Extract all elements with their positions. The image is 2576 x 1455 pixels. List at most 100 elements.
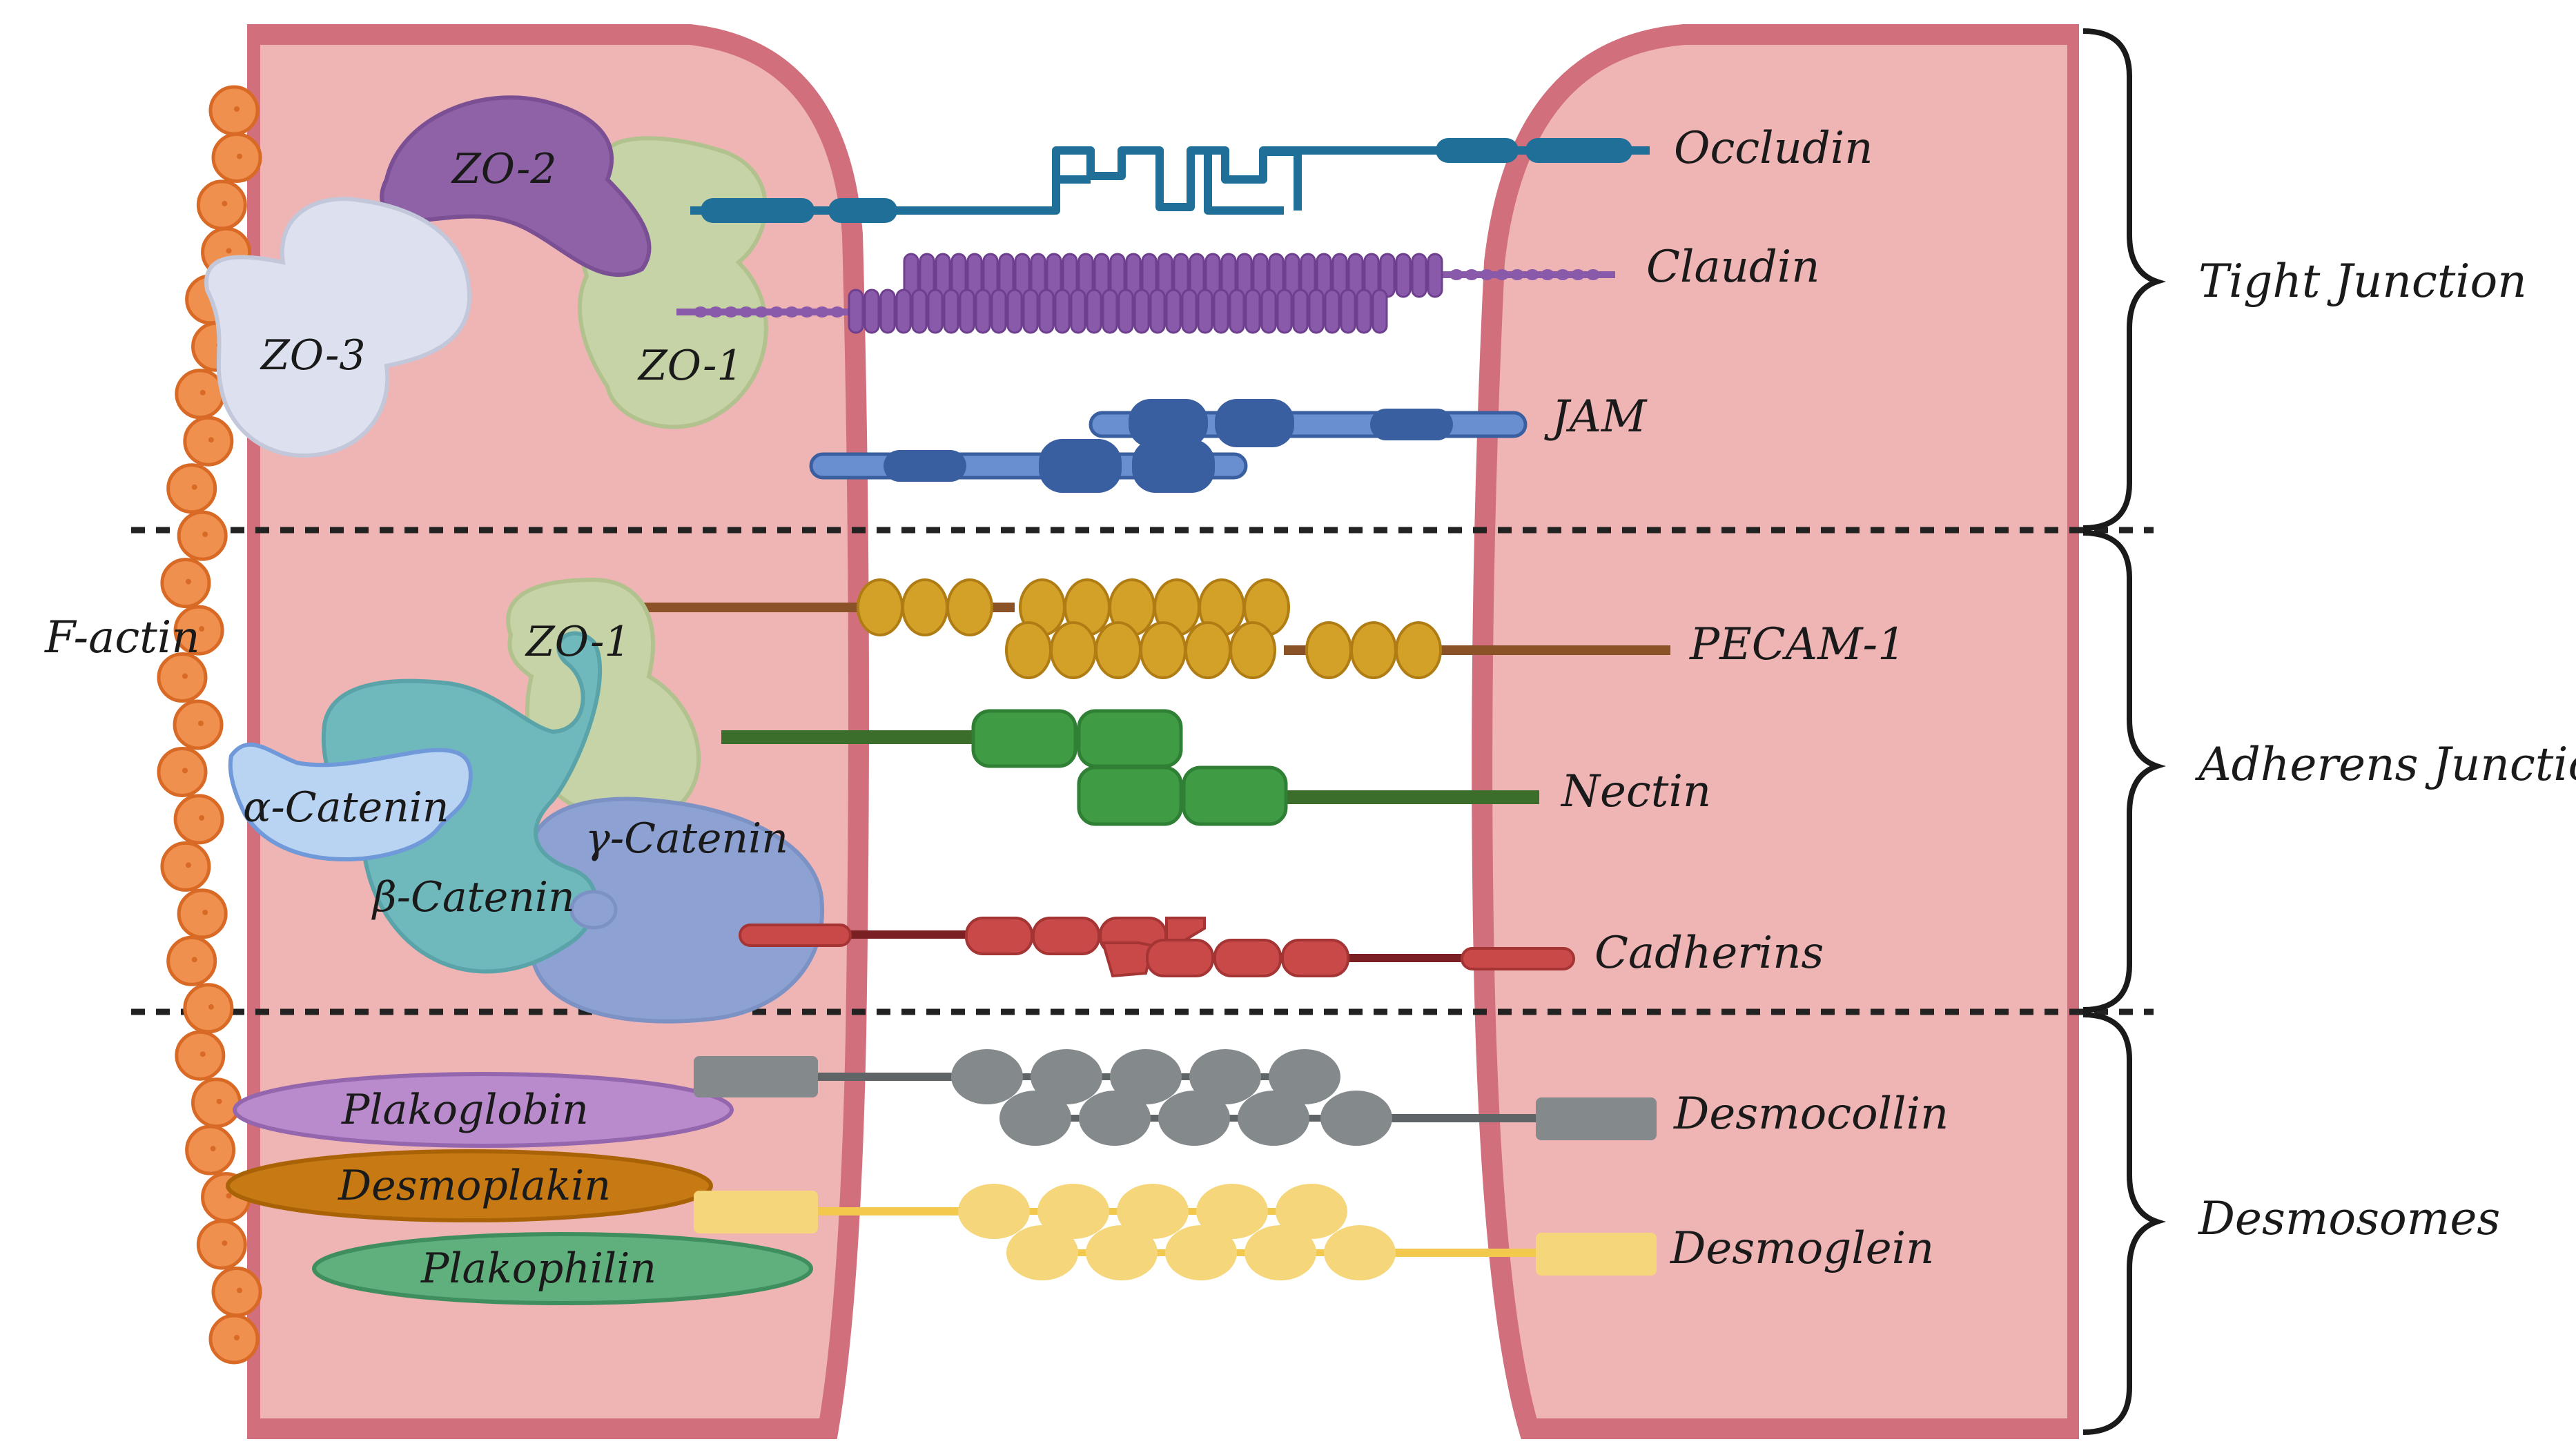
label-nectin: Nectin — [1560, 766, 1711, 817]
label-zo-2: ZO-2 — [451, 145, 557, 193]
claudin-segment — [1006, 289, 1023, 334]
desmoglein-domain — [1037, 1184, 1109, 1239]
pecam-domain — [1140, 621, 1187, 679]
actin-bead-dot — [216, 1098, 222, 1104]
actin-bead — [211, 1267, 262, 1318]
desmocollin-domain — [1269, 1049, 1340, 1104]
actin-bead-dot — [226, 248, 232, 254]
brace-adherens-junction — [2082, 530, 2166, 1013]
right-cell-top-cap — [1684, 26, 2078, 43]
actin-bead — [185, 1124, 236, 1175]
actin-bead — [160, 841, 211, 892]
claudin-tail-dot — [724, 306, 738, 318]
actin-bead-dot — [222, 200, 228, 206]
label-occludin: Occludin — [1674, 123, 1873, 174]
claudin-segment — [991, 289, 1007, 334]
claudin-segment — [1276, 289, 1293, 334]
actin-bead-dot — [234, 1335, 240, 1340]
claudin-tail-dot — [815, 306, 829, 318]
actin-bead-dot — [237, 1287, 243, 1293]
actin-bead — [173, 605, 224, 656]
desmoglein-domain — [1086, 1225, 1158, 1280]
claudin-tail-dot — [800, 306, 814, 318]
gamma-catenin — [522, 797, 825, 1024]
claudin-tail-dot — [830, 306, 844, 318]
claudin-segment — [927, 289, 944, 334]
pecam-domain — [1005, 621, 1052, 679]
actin-bead — [196, 179, 247, 231]
claudin-segment — [1340, 289, 1356, 334]
actin-bead — [166, 463, 217, 514]
claudin-tail-dot — [709, 306, 723, 318]
desmocollin-domain — [1189, 1049, 1261, 1104]
claudin-segment — [1356, 289, 1372, 334]
desmoglein-domain — [1196, 1184, 1268, 1239]
claudin-segment — [1038, 289, 1055, 334]
claudin-tail-dot — [1556, 269, 1570, 280]
desmocollin-domain — [1031, 1049, 1102, 1104]
desmoglein-domain — [1245, 1225, 1316, 1280]
claudin-tail-dot — [739, 306, 753, 318]
claudin-segment — [1102, 289, 1118, 334]
zo-3 — [204, 197, 472, 458]
claudin-tail-dot — [1465, 269, 1479, 280]
claudin-segment — [943, 289, 959, 334]
label-alpha-catenin: α-Catenin — [243, 783, 449, 832]
claudin-tail-dot — [1525, 269, 1539, 280]
actin-bead-dot — [182, 768, 188, 774]
label-desmocollin: Desmocollin — [1673, 1088, 1949, 1140]
pecam-domain — [946, 578, 993, 636]
actin-bead — [208, 85, 260, 136]
claudin-tail-dot — [1586, 269, 1600, 280]
actin-bead — [175, 369, 226, 420]
left-cell-bottom-cap — [250, 1420, 833, 1437]
claudin-segment — [1292, 289, 1309, 334]
actin-bead-dot — [199, 389, 206, 396]
claudin-segment — [959, 289, 975, 334]
label-plakoglobin: Plakoglobin — [341, 1086, 589, 1134]
desmoglein-domain — [1006, 1225, 1078, 1280]
actin-bead — [183, 416, 234, 467]
actin-bead — [208, 1314, 260, 1365]
actin-bead — [196, 1219, 247, 1270]
pecam-domain — [1229, 621, 1276, 679]
actin-bead-dot — [185, 862, 191, 868]
claudin-segment — [1118, 289, 1134, 334]
alpha-catenin — [228, 742, 473, 862]
actin-bead — [177, 510, 228, 561]
right-cell-right-cover — [2079, 21, 2096, 1443]
jam — [809, 399, 1528, 493]
claudin-tail-dot — [1510, 269, 1524, 280]
actin-bead — [157, 746, 208, 797]
actin-bead — [157, 652, 208, 703]
claudin-segment — [1070, 289, 1086, 334]
actin-bead-dot — [222, 1240, 228, 1247]
plakophilin — [312, 1232, 813, 1305]
pecam-domains — [857, 578, 1442, 679]
label-gamma-catenin: γ-Catenin — [585, 814, 788, 863]
label-jam: JAM — [1544, 391, 1648, 442]
desmoglein-domains — [958, 1184, 1396, 1280]
desmoglein-domain — [958, 1184, 1030, 1239]
pecam-domain — [1184, 621, 1231, 679]
actin-bead — [183, 983, 234, 1034]
nectin — [721, 709, 1539, 826]
desmoglein-domain — [1165, 1225, 1237, 1280]
actin-bead-dot — [198, 721, 204, 726]
desmoglein-domain — [1276, 1184, 1347, 1239]
actin-bead — [173, 794, 224, 845]
claudin-segment — [1054, 289, 1071, 334]
actin-bead — [191, 1077, 242, 1129]
claudin-segment — [1229, 289, 1245, 334]
desmocollin-domain — [1110, 1049, 1182, 1104]
right-cell-body — [1472, 24, 2088, 1439]
actin-bead-dot — [199, 1051, 206, 1057]
claudin-segment — [1022, 289, 1039, 334]
claudin-segment — [1213, 289, 1229, 334]
brace-tight-junction — [2082, 28, 2166, 531]
claudin-tail-dot — [1480, 269, 1494, 280]
actin-bead — [211, 132, 262, 183]
label-desmoplakin: Desmoplakin — [338, 1162, 611, 1210]
claudin-segment — [1411, 253, 1427, 298]
group-label-adherens-junction: Adherens Junction — [2194, 738, 2576, 791]
